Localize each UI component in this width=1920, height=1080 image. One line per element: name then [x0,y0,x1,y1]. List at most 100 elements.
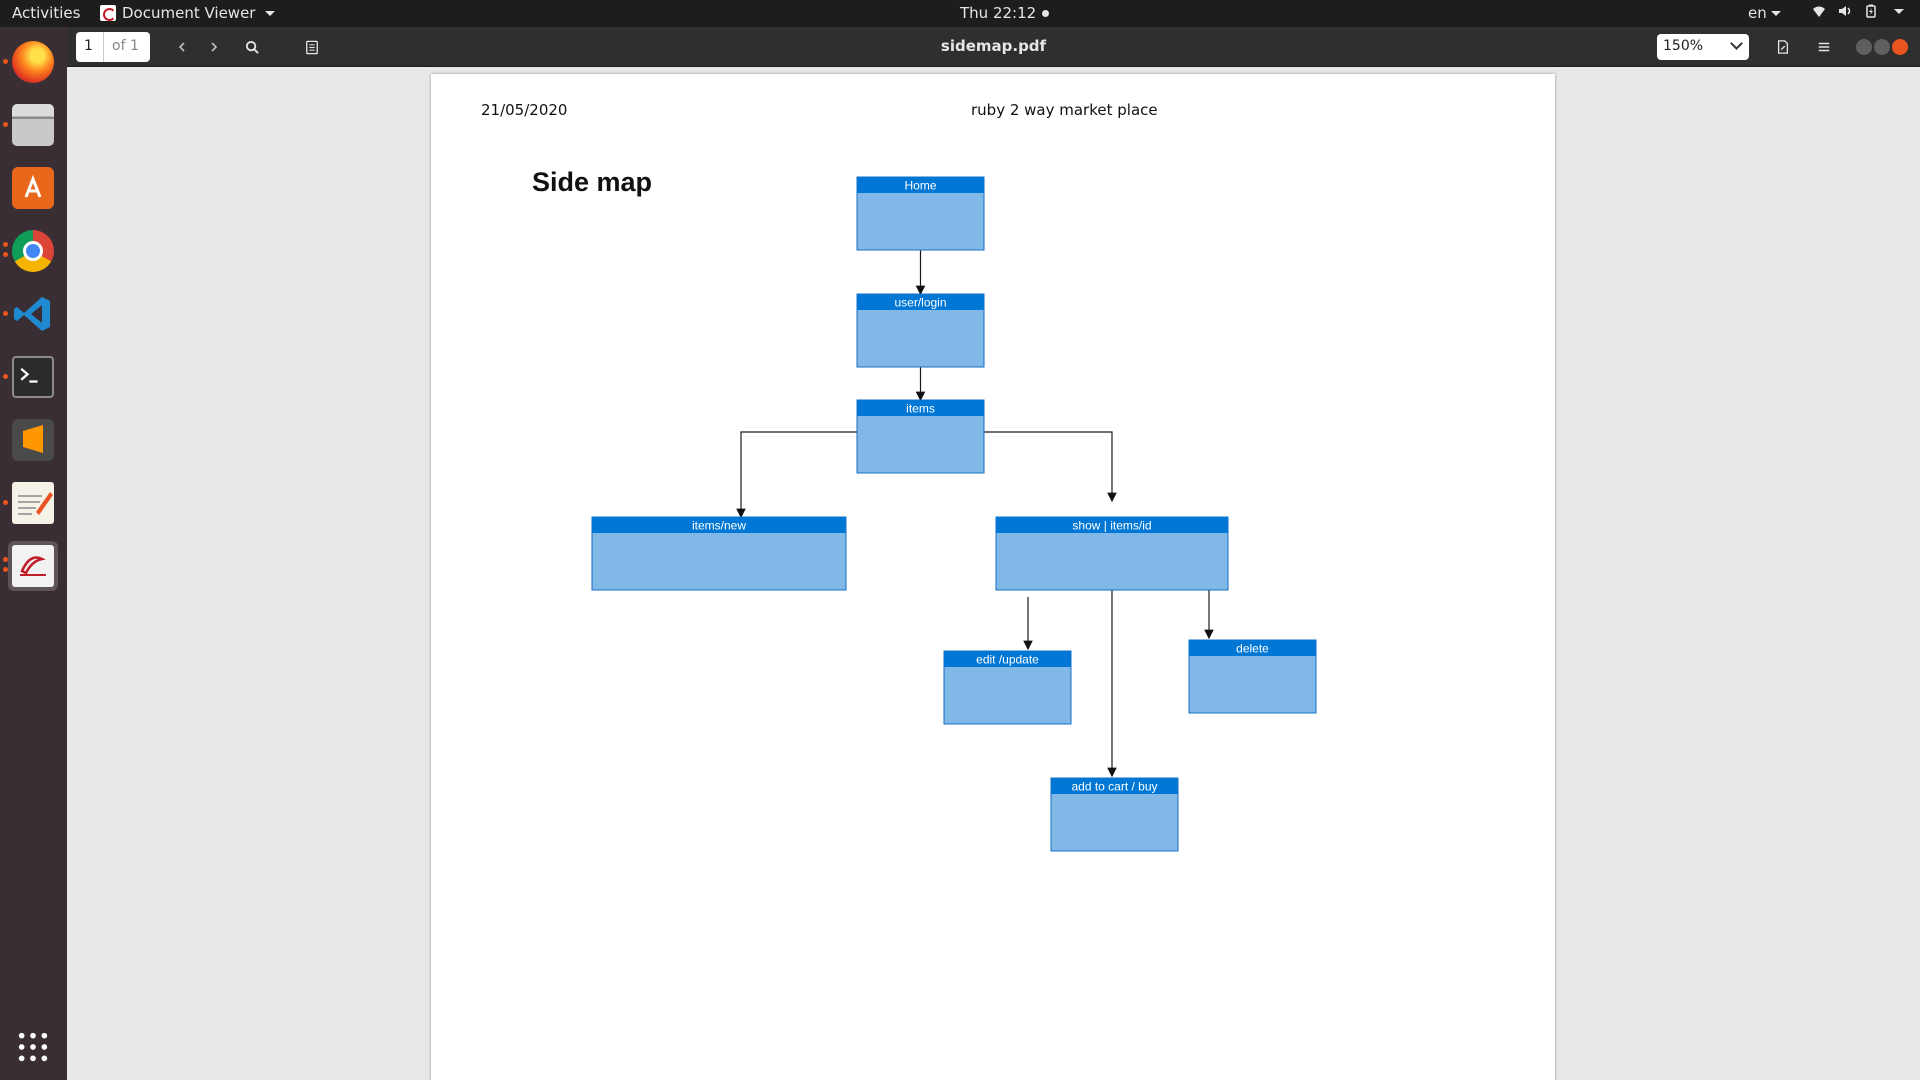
header-bar: 1 of 1 sidemap.pdf 150% [67,27,1920,67]
dock-terminal[interactable] [3,352,58,402]
clock-label: Thu 22:12 [960,4,1037,22]
language-menu[interactable]: en [1748,4,1781,22]
page-edit-icon [1777,40,1789,54]
battery-icon [1866,4,1876,18]
show-applications-button[interactable] [8,1022,58,1072]
next-page-button[interactable] [201,33,227,61]
annotate-button[interactable] [1768,33,1798,61]
dock-vscode[interactable] [3,289,58,339]
node-header [1051,778,1178,794]
menu-button[interactable] [1809,33,1839,61]
pdf-page: 21/05/2020 ruby 2 way market place Side … [431,74,1555,1080]
files-icon [12,104,54,146]
running-indicator [3,122,8,127]
node-label: add to cart / buy [1071,780,1157,794]
node-label: items/new [692,519,746,533]
chevron-down-icon [1730,37,1743,50]
node-label: items [906,402,935,416]
node-header [857,177,984,193]
document-viewer-icon [12,545,54,587]
edge-items-to-new [736,431,857,519]
terminal-icon [12,356,54,398]
diagram-node-edit: edit /update [943,650,1072,725]
chevron-down-icon [1894,8,1904,14]
dock [0,27,67,1080]
node-header [996,517,1228,533]
page-number-input[interactable]: 1 [76,32,104,62]
document-date: 21/05/2020 [481,101,568,119]
node-label: user/login [894,296,946,310]
sidebar-toggle-button[interactable] [297,33,327,61]
running-indicator [3,252,8,257]
diagram-node-items: items [856,399,985,474]
maximize-button[interactable] [1874,39,1890,55]
zoom-select[interactable]: 150% [1657,34,1749,60]
document-viewer-window: 1 of 1 sidemap.pdf 150% 21/ [67,27,1920,1080]
node-label: Home [904,179,936,193]
sublime-icon [12,419,54,461]
dock-chrome[interactable] [3,226,58,276]
node-header [944,651,1071,667]
node-header [857,294,984,310]
running-indicator [3,500,8,505]
search-button[interactable] [237,33,267,61]
diagram-node-delete: delete [1188,639,1317,714]
running-indicator [3,374,8,379]
search-icon [245,40,259,54]
dock-firefox[interactable] [3,37,58,87]
edge-items-to-show [984,431,1117,503]
apps-grid-icon [18,1032,48,1062]
close-button[interactable] [1892,39,1908,55]
clock[interactable]: Thu 22:12 [960,4,1050,22]
software-icon [12,167,54,209]
document-viewer-icon [100,5,116,21]
vscode-icon [12,293,54,335]
dock-sublime[interactable] [8,415,58,465]
zoom-value: 150% [1663,38,1704,54]
running-indicator [3,59,8,64]
activities-button[interactable]: Activities [12,4,81,22]
running-indicator [3,311,8,316]
chevron-down-icon [1770,11,1781,16]
previous-page-button[interactable] [169,33,195,61]
app-menu-label: Document Viewer [122,4,256,22]
document-icon [306,40,318,54]
chrome-icon [12,230,54,272]
dock-text-editor[interactable] [3,478,58,528]
diagram-node-new: items/new [591,516,847,591]
document-view[interactable]: 21/05/2020 ruby 2 way market place Side … [67,68,1920,1080]
document-title: sidemap.pdf [940,37,1047,55]
node-header [857,400,984,416]
language-label: en [1748,4,1767,22]
system-menu[interactable] [1812,4,1904,18]
chevron-right-icon [211,42,218,52]
sitemap-diagram: Home user/login items items/new show | items… [591,176,1317,852]
app-menu[interactable]: Document Viewer [100,4,276,22]
node-label: edit /update [976,653,1039,667]
notification-dot-icon [1042,9,1050,17]
dock-files[interactable] [3,100,58,150]
running-indicator [3,557,8,562]
running-indicator [3,242,8,247]
minimize-button[interactable] [1856,39,1872,55]
node-label: show | items/id [1072,519,1151,533]
chevron-down-icon [265,10,276,16]
node-header [1189,640,1316,656]
dock-document-viewer[interactable] [3,541,58,591]
top-bar: Activities Document Viewer Thu 22:12 en [0,0,1920,27]
node-label: delete [1236,642,1269,656]
page-count-label: of 1 [112,38,139,54]
diagram-node-show: show | items/id [995,516,1229,591]
volume-icon [1839,6,1851,16]
page-selector[interactable]: 1 of 1 [76,32,150,62]
hamburger-menu-icon [1818,42,1830,52]
diagram-node-home: Home [856,176,985,251]
text-editor-icon [12,482,54,524]
document-project-name: ruby 2 way market place [971,101,1158,119]
node-header [592,517,846,533]
dock-software[interactable] [8,163,58,213]
diagram-node-cart: add to cart / buy [1050,777,1179,852]
document-heading: Side map [532,167,653,197]
firefox-icon [12,41,54,83]
chevron-left-icon [178,42,185,52]
